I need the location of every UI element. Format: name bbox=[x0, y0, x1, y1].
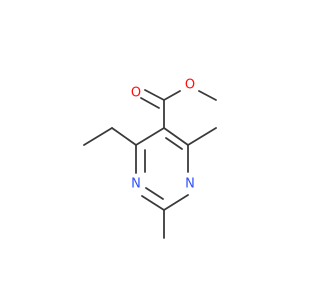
bond-ester-c-o-single bbox=[163, 90, 181, 101]
atom-labels: O O N N bbox=[131, 78, 195, 192]
bond-c5-c6-inner bbox=[165, 137, 183, 150]
molecule-structure: O O N N bbox=[83, 78, 217, 239]
atom-label-n1: N bbox=[185, 177, 195, 192]
atom-label-o-ether: O bbox=[185, 78, 195, 93]
bond-c4-ethyl-ch2 bbox=[111, 127, 137, 146]
bond-o-methyl bbox=[198, 90, 217, 101]
bond-c2-n3 bbox=[141, 195, 165, 211]
bond-c5-c6 bbox=[163, 127, 189, 146]
bond-ester-c-o-double-a bbox=[144, 89, 165, 101]
bond-ethyl-ch2-ch3 bbox=[83, 127, 113, 146]
bond-c6-methyl bbox=[187, 127, 217, 146]
bond-c2-n3-inner bbox=[145, 187, 164, 200]
molecule-canvas: O O N N bbox=[83, 77, 217, 239]
bond-c4-c5 bbox=[135, 127, 165, 146]
bond-ester-c-o-double-b bbox=[140, 97, 160, 109]
bond-n1-c2 bbox=[163, 194, 189, 211]
atom-label-o-carbonyl: O bbox=[131, 86, 141, 101]
atom-label-n3: N bbox=[131, 177, 141, 192]
bonds bbox=[83, 89, 217, 239]
